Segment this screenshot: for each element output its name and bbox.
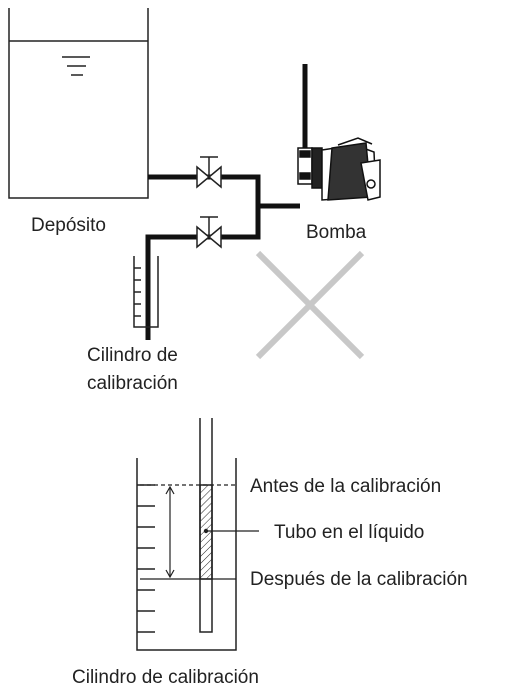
difference-arrow	[165, 485, 175, 579]
not-allowed-cross-icon	[255, 250, 365, 360]
upper-valve-icon	[196, 156, 222, 189]
liquid-level-icon	[62, 56, 90, 76]
after-calibration-label: Después de la calibración	[250, 569, 468, 590]
top-cylinder-label-line1: Cilindro de	[87, 345, 178, 366]
before-calibration-label: Antes de la calibración	[250, 476, 441, 497]
tube-in-liquid-label: Tubo en el líquido	[274, 522, 424, 543]
pump-icon	[297, 137, 381, 201]
pipes	[145, 64, 308, 340]
tank-label: Depósito	[31, 215, 106, 236]
tank	[8, 8, 149, 199]
bottom-cylinder-label: Cilindro de calibración	[72, 667, 259, 688]
lower-valve-icon	[196, 216, 222, 249]
top-cylinder-label-line2: calibración	[87, 373, 178, 394]
bottom-calibration-cylinder	[136, 458, 237, 651]
pump-label: Bomba	[306, 222, 367, 243]
calibration-tube	[199, 418, 213, 633]
top-calibration-cylinder	[133, 256, 159, 328]
